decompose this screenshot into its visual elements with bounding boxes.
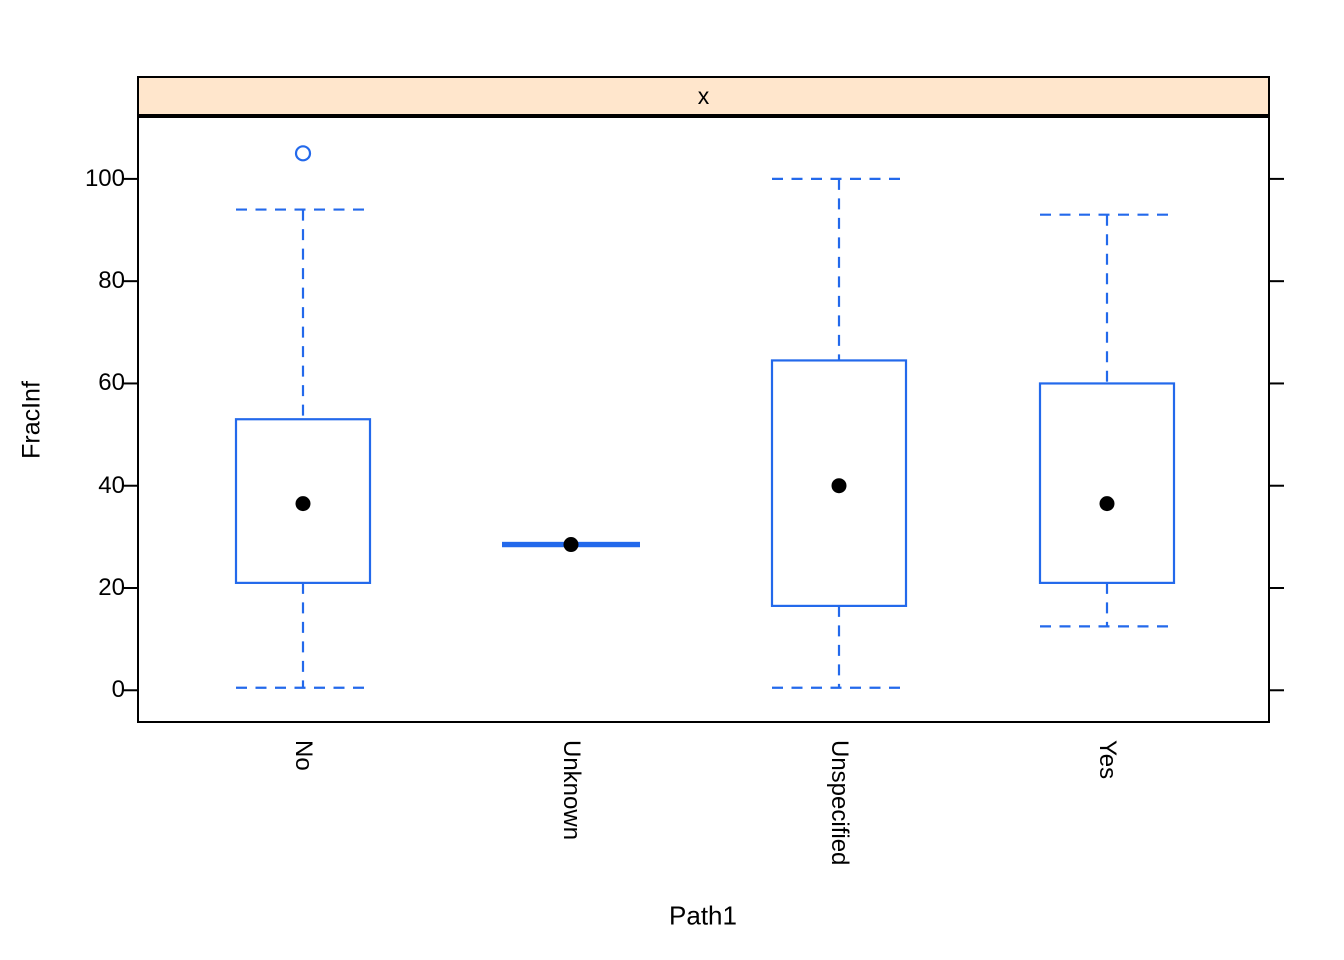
strip-title: x bbox=[697, 82, 710, 109]
x-category-label-yes: Yes bbox=[1094, 740, 1121, 780]
y-tick-label-20: 20 bbox=[98, 573, 125, 601]
y-tick-label-80: 80 bbox=[98, 267, 125, 295]
y-tick-label-60: 60 bbox=[98, 369, 125, 397]
x-category-label-no: No bbox=[290, 740, 317, 771]
y-tick-label-100: 100 bbox=[84, 164, 125, 192]
y-tick-label-0: 0 bbox=[111, 676, 125, 704]
y-tick-label-40: 40 bbox=[98, 471, 125, 499]
x-category-label-unknown: Unknown bbox=[558, 740, 585, 841]
panel-strip: x bbox=[137, 76, 1270, 116]
y-axis-title: FracInf bbox=[17, 381, 46, 459]
x-axis-title: Path1 bbox=[669, 900, 737, 931]
x-category-label-unspecified: Unspecified bbox=[826, 740, 853, 866]
plot-panel bbox=[137, 116, 1270, 723]
